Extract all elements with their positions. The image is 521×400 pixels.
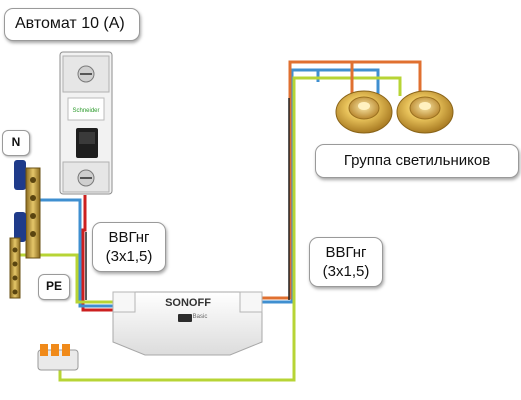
cable-left-line1: ВВГнг	[108, 229, 150, 246]
lamp-left	[335, 90, 393, 134]
cable-right-line2: (3х1,5)	[322, 263, 370, 280]
neutral-bus-bar	[14, 160, 41, 259]
lamp-right	[396, 90, 454, 134]
wago-connector	[37, 344, 79, 371]
breaker-label-text: Автомат 10 (А)	[15, 15, 125, 32]
sonoff-model-text: Basic	[193, 314, 208, 320]
pe-bus-tag-text: PE	[45, 279, 62, 293]
neutral-bus-tag: N	[2, 130, 30, 156]
pe-bus-bar	[9, 237, 21, 299]
lamp-group-label-text: Группа светильников	[343, 152, 491, 169]
breaker-label: Автомат 10 (А)	[4, 8, 140, 41]
wire-phase-out	[262, 60, 422, 300]
sonoff-switch: SONOFF Basic	[112, 291, 263, 356]
cable-left-label: ВВГнг (3х1,5)	[92, 222, 166, 272]
cable-right-label: ВВГнг (3х1,5)	[309, 237, 383, 287]
cable-right-line1: ВВГнг	[325, 244, 367, 261]
sonoff-brand-text: SONOFF	[165, 297, 211, 309]
pe-bus-tag: PE	[38, 274, 70, 300]
neutral-bus-tag-text: N	[11, 135, 21, 149]
circuit-breaker: Schneider	[59, 51, 113, 195]
wire-earth	[20, 76, 402, 382]
lamp-group-label: Группа светильников	[315, 144, 519, 178]
svg-text:Schneider: Schneider	[72, 108, 99, 114]
cable-left-line2: (3х1,5)	[105, 248, 153, 265]
